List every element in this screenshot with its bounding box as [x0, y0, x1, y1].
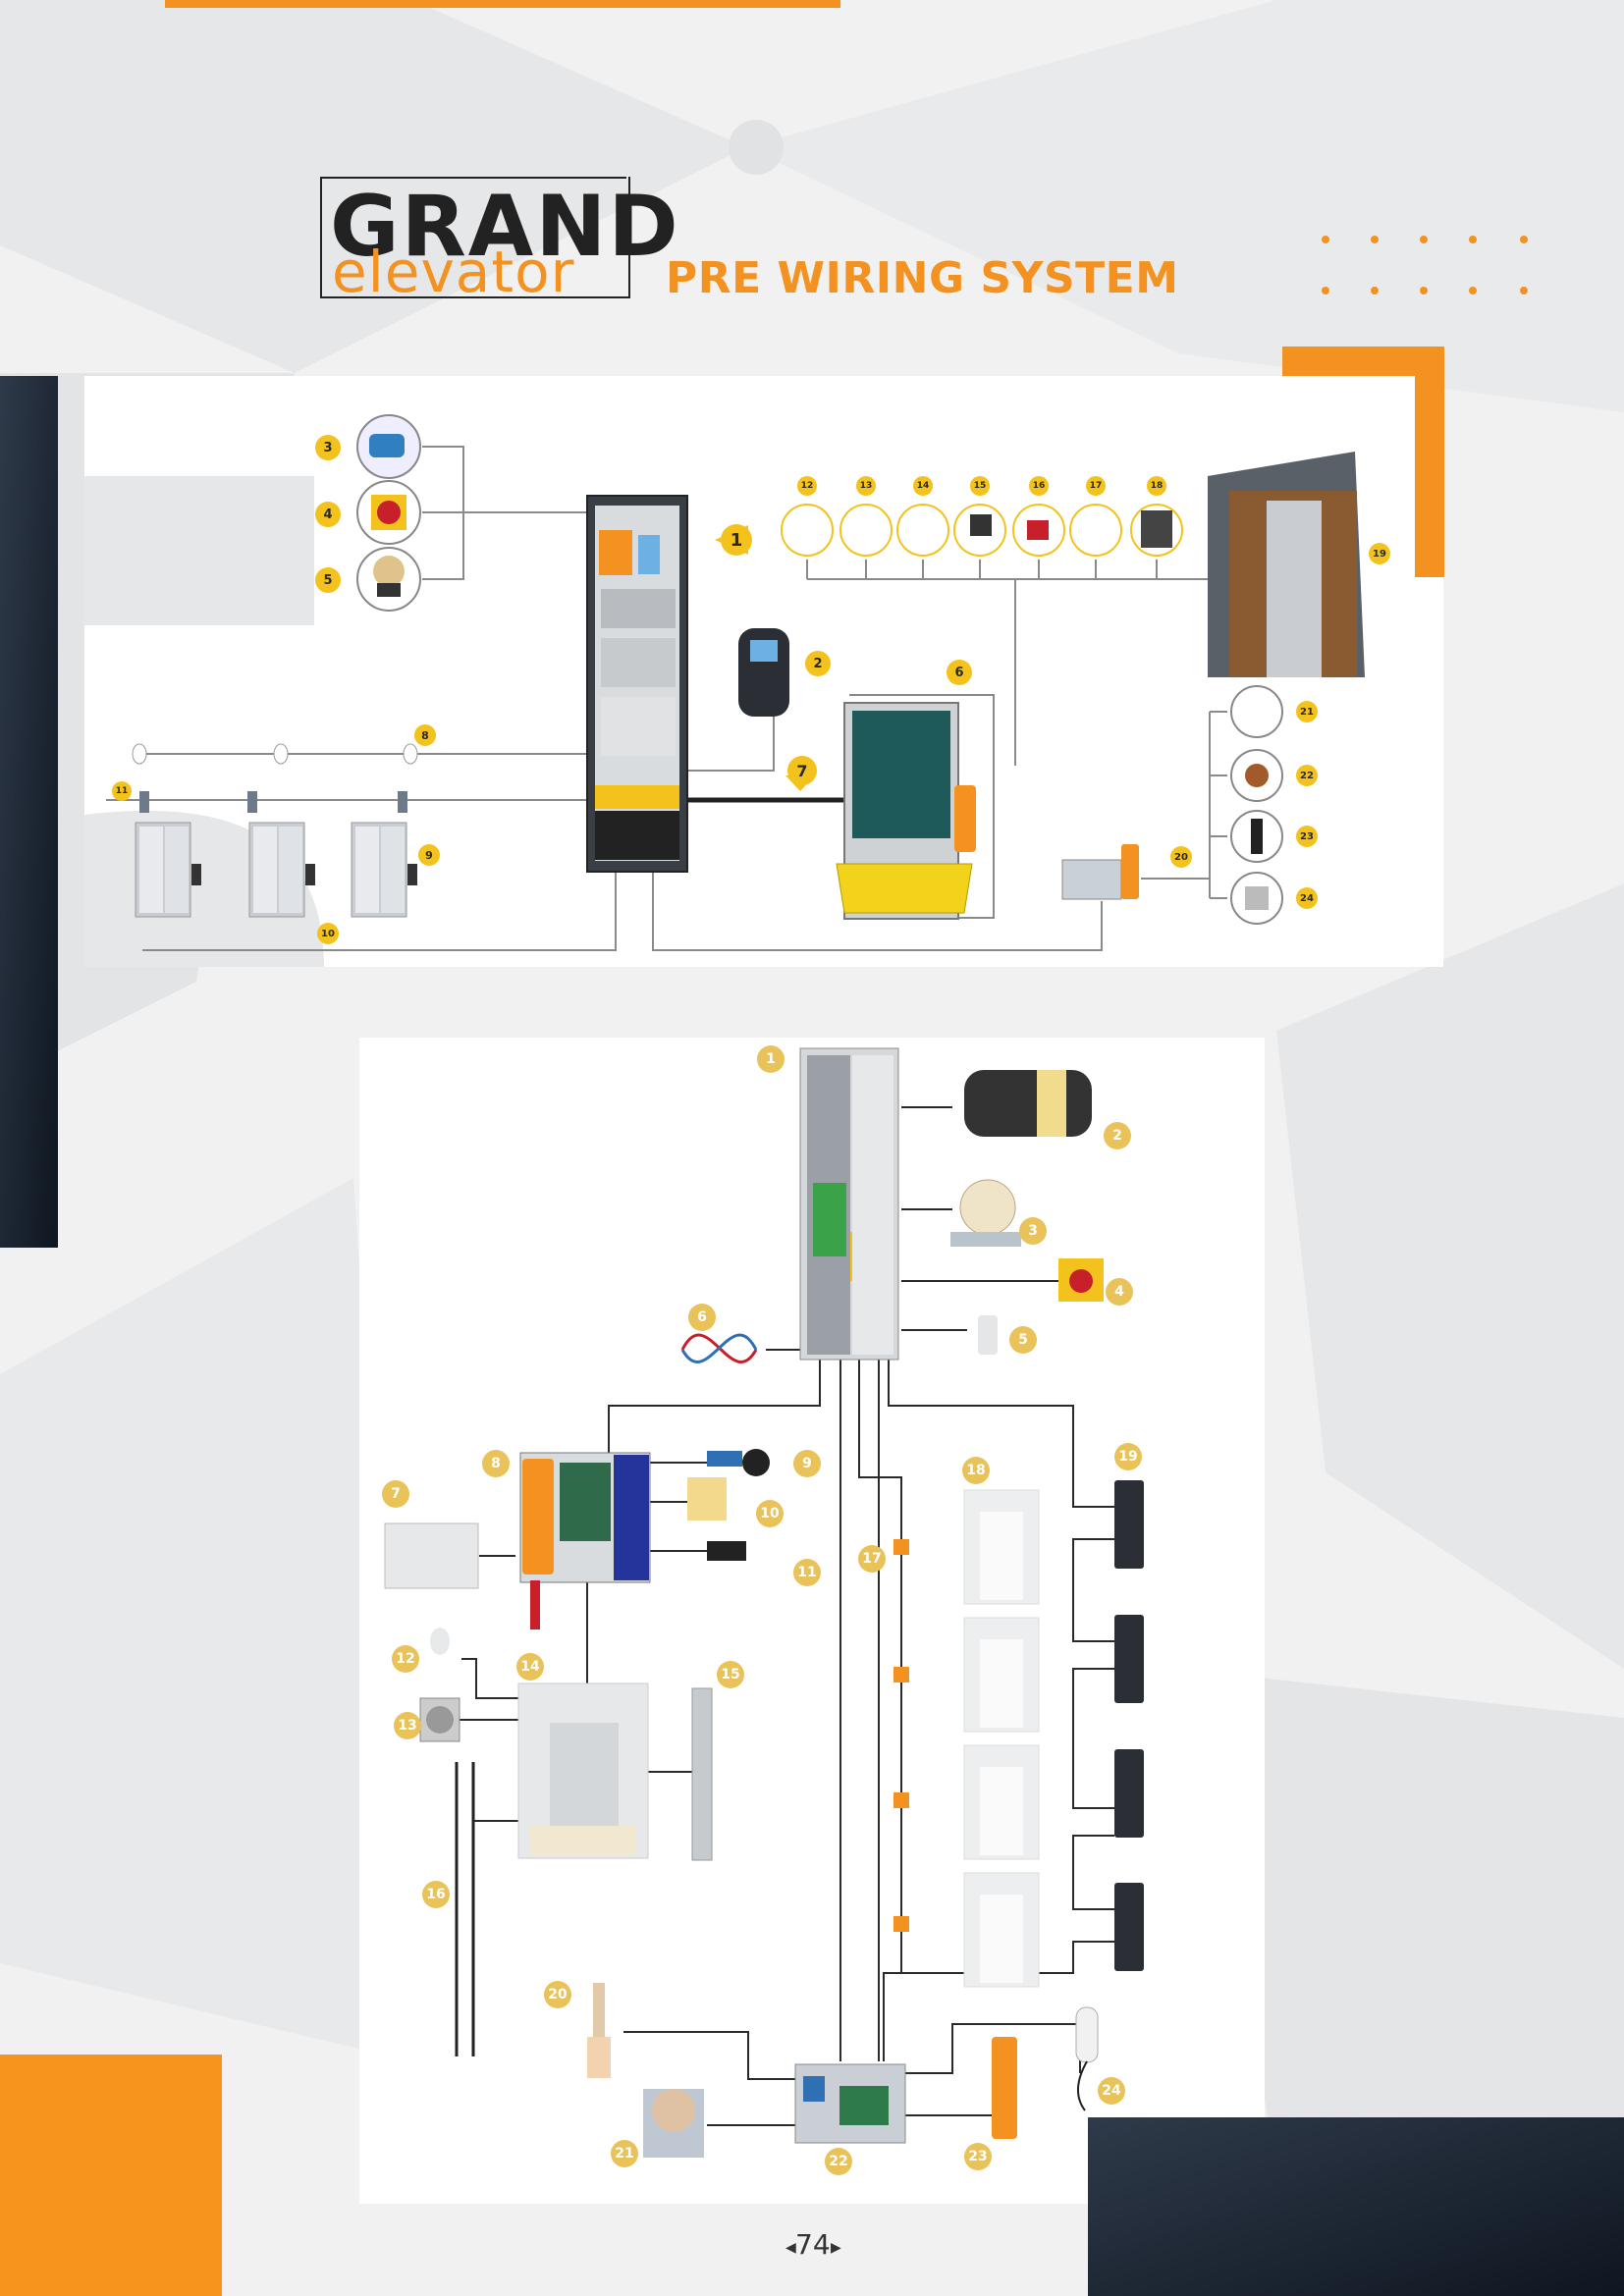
top-badge-2: 2: [805, 651, 831, 676]
bottom-badge-21: 21: [611, 2140, 638, 2167]
bottom-badge-7: 7: [382, 1480, 409, 1508]
page-number-left-arrow: ◀: [785, 2240, 796, 2256]
bottom-badge-20: 20: [544, 1981, 571, 2008]
bottom-badge-3: 3: [1019, 1217, 1047, 1245]
logo-elevator-text: elevator: [332, 239, 575, 305]
bottom-badge-4: 4: [1106, 1278, 1133, 1306]
top-badge-16: 16: [1029, 476, 1049, 496]
top-badge-5: 5: [315, 567, 341, 593]
page-number-right-arrow: ▶: [831, 2240, 841, 2256]
bottom-badge-2: 2: [1104, 1122, 1131, 1149]
bottom-badge-14: 14: [516, 1653, 544, 1681]
top-badge-23: 23: [1296, 826, 1318, 847]
top-badge-10: 10: [317, 923, 339, 944]
bottom-badge-6: 6: [688, 1304, 716, 1331]
bottom-badge-11: 11: [793, 1559, 821, 1586]
page-number: 74: [795, 2228, 831, 2261]
top-badge-17: 17: [1086, 476, 1106, 496]
bottom-badge-9: 9: [793, 1450, 821, 1477]
top-badge-7: 7: [787, 756, 817, 785]
top-badge-4: 4: [315, 502, 341, 527]
logo: [320, 177, 630, 298]
top-badge-13: 13: [856, 476, 876, 496]
bottom-badge-19: 19: [1114, 1443, 1142, 1470]
top-badge-22: 22: [1296, 765, 1318, 786]
bottom-badge-15: 15: [717, 1661, 744, 1688]
bottom-badge-18: 18: [962, 1457, 990, 1484]
top-badge-6: 6: [947, 660, 972, 685]
page-title: PRE WIRING SYSTEM: [666, 253, 1179, 303]
bottom-badge-16: 16: [422, 1881, 450, 1908]
top-badge-9: 9: [418, 844, 440, 866]
top-badge-21: 21: [1296, 701, 1318, 722]
top-badge-3: 3: [315, 435, 341, 460]
bottom-badge-17: 17: [858, 1545, 886, 1573]
top-badge-19: 19: [1369, 543, 1390, 564]
top-badge-1: 1: [721, 524, 752, 556]
bottom-badge-24: 24: [1098, 2077, 1125, 2105]
top-badge-20: 20: [1170, 846, 1192, 868]
top-badge-14: 14: [913, 476, 933, 496]
top-badge-15: 15: [970, 476, 990, 496]
bottom-badge-10: 10: [756, 1500, 784, 1527]
top-badge-24: 24: [1296, 887, 1318, 909]
top-badge-8: 8: [414, 724, 436, 746]
top-badge-18: 18: [1147, 476, 1166, 496]
bottom-badge-13: 13: [394, 1712, 421, 1739]
bottom-badge-23: 23: [964, 2143, 992, 2170]
bottom-badge-12: 12: [392, 1645, 419, 1673]
top-badge-11: 11: [112, 781, 132, 801]
bottom-badge-5: 5: [1009, 1326, 1037, 1354]
top-badge-12: 12: [797, 476, 817, 496]
bottom-badge-1: 1: [757, 1045, 785, 1073]
logo-grand-text: GRAND: [330, 178, 680, 276]
bottom-badge-8: 8: [482, 1450, 510, 1477]
bottom-badge-22: 22: [825, 2148, 852, 2175]
logo-frame-top: [320, 177, 626, 179]
